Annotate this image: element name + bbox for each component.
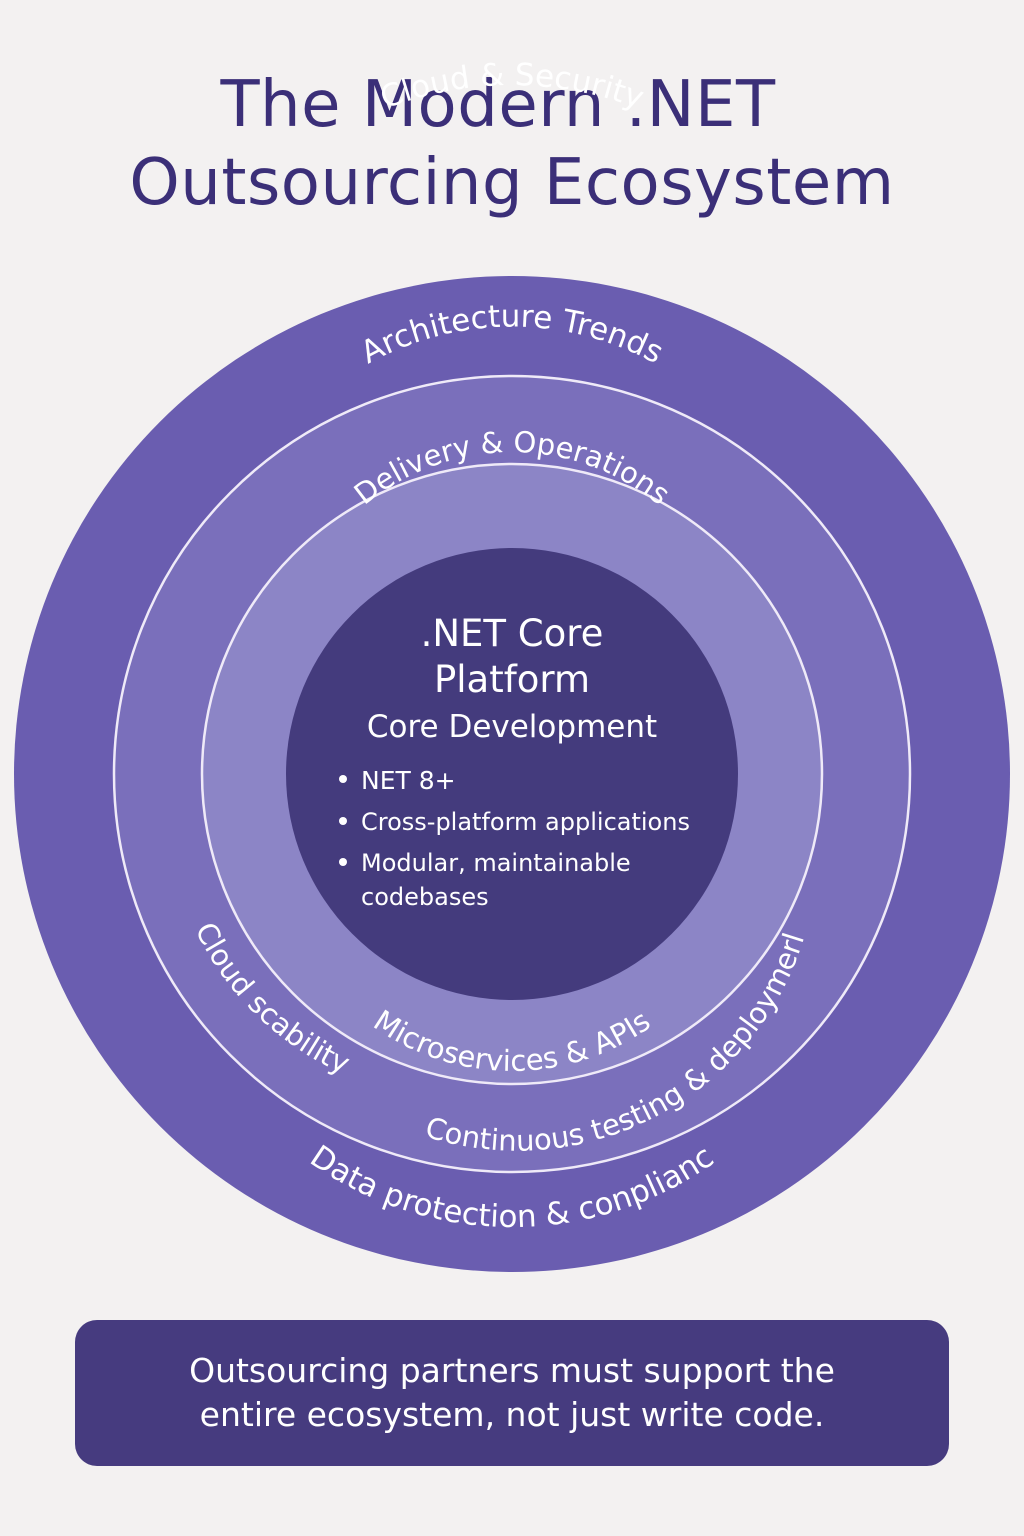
title-line-2: Outsourcing Ecosystem — [129, 146, 895, 220]
title-line-1: The Modern .NET — [220, 68, 776, 142]
footer-callout-box: Outsourcing partners must support the en… — [75, 1320, 949, 1466]
core-title-line-1: .NET Core — [421, 612, 604, 655]
footer-line-2: entire ecosystem, not just write code. — [199, 1395, 825, 1434]
footer-line-1: Outsourcing partners must support the — [189, 1351, 835, 1390]
core-bullet-1: NET 8+ — [361, 766, 456, 795]
core-subtitle: Core Development — [367, 709, 657, 745]
core-bullet-3: Modular, maintainable — [361, 849, 631, 877]
core-bullet-3-continued: codebases — [361, 883, 489, 911]
core-circle — [286, 548, 738, 1000]
core-bullet-2: Cross-platform applications — [361, 808, 690, 836]
outer-ring-top-label: Cloud & Security — [376, 57, 649, 116]
bullet-dot — [339, 858, 347, 866]
bullet-dot — [339, 775, 347, 783]
core-title-line-2: Platform — [434, 658, 590, 701]
page-title: The Modern .NET Outsourcing Ecosystem — [0, 66, 1024, 222]
bullet-dot — [339, 817, 347, 825]
